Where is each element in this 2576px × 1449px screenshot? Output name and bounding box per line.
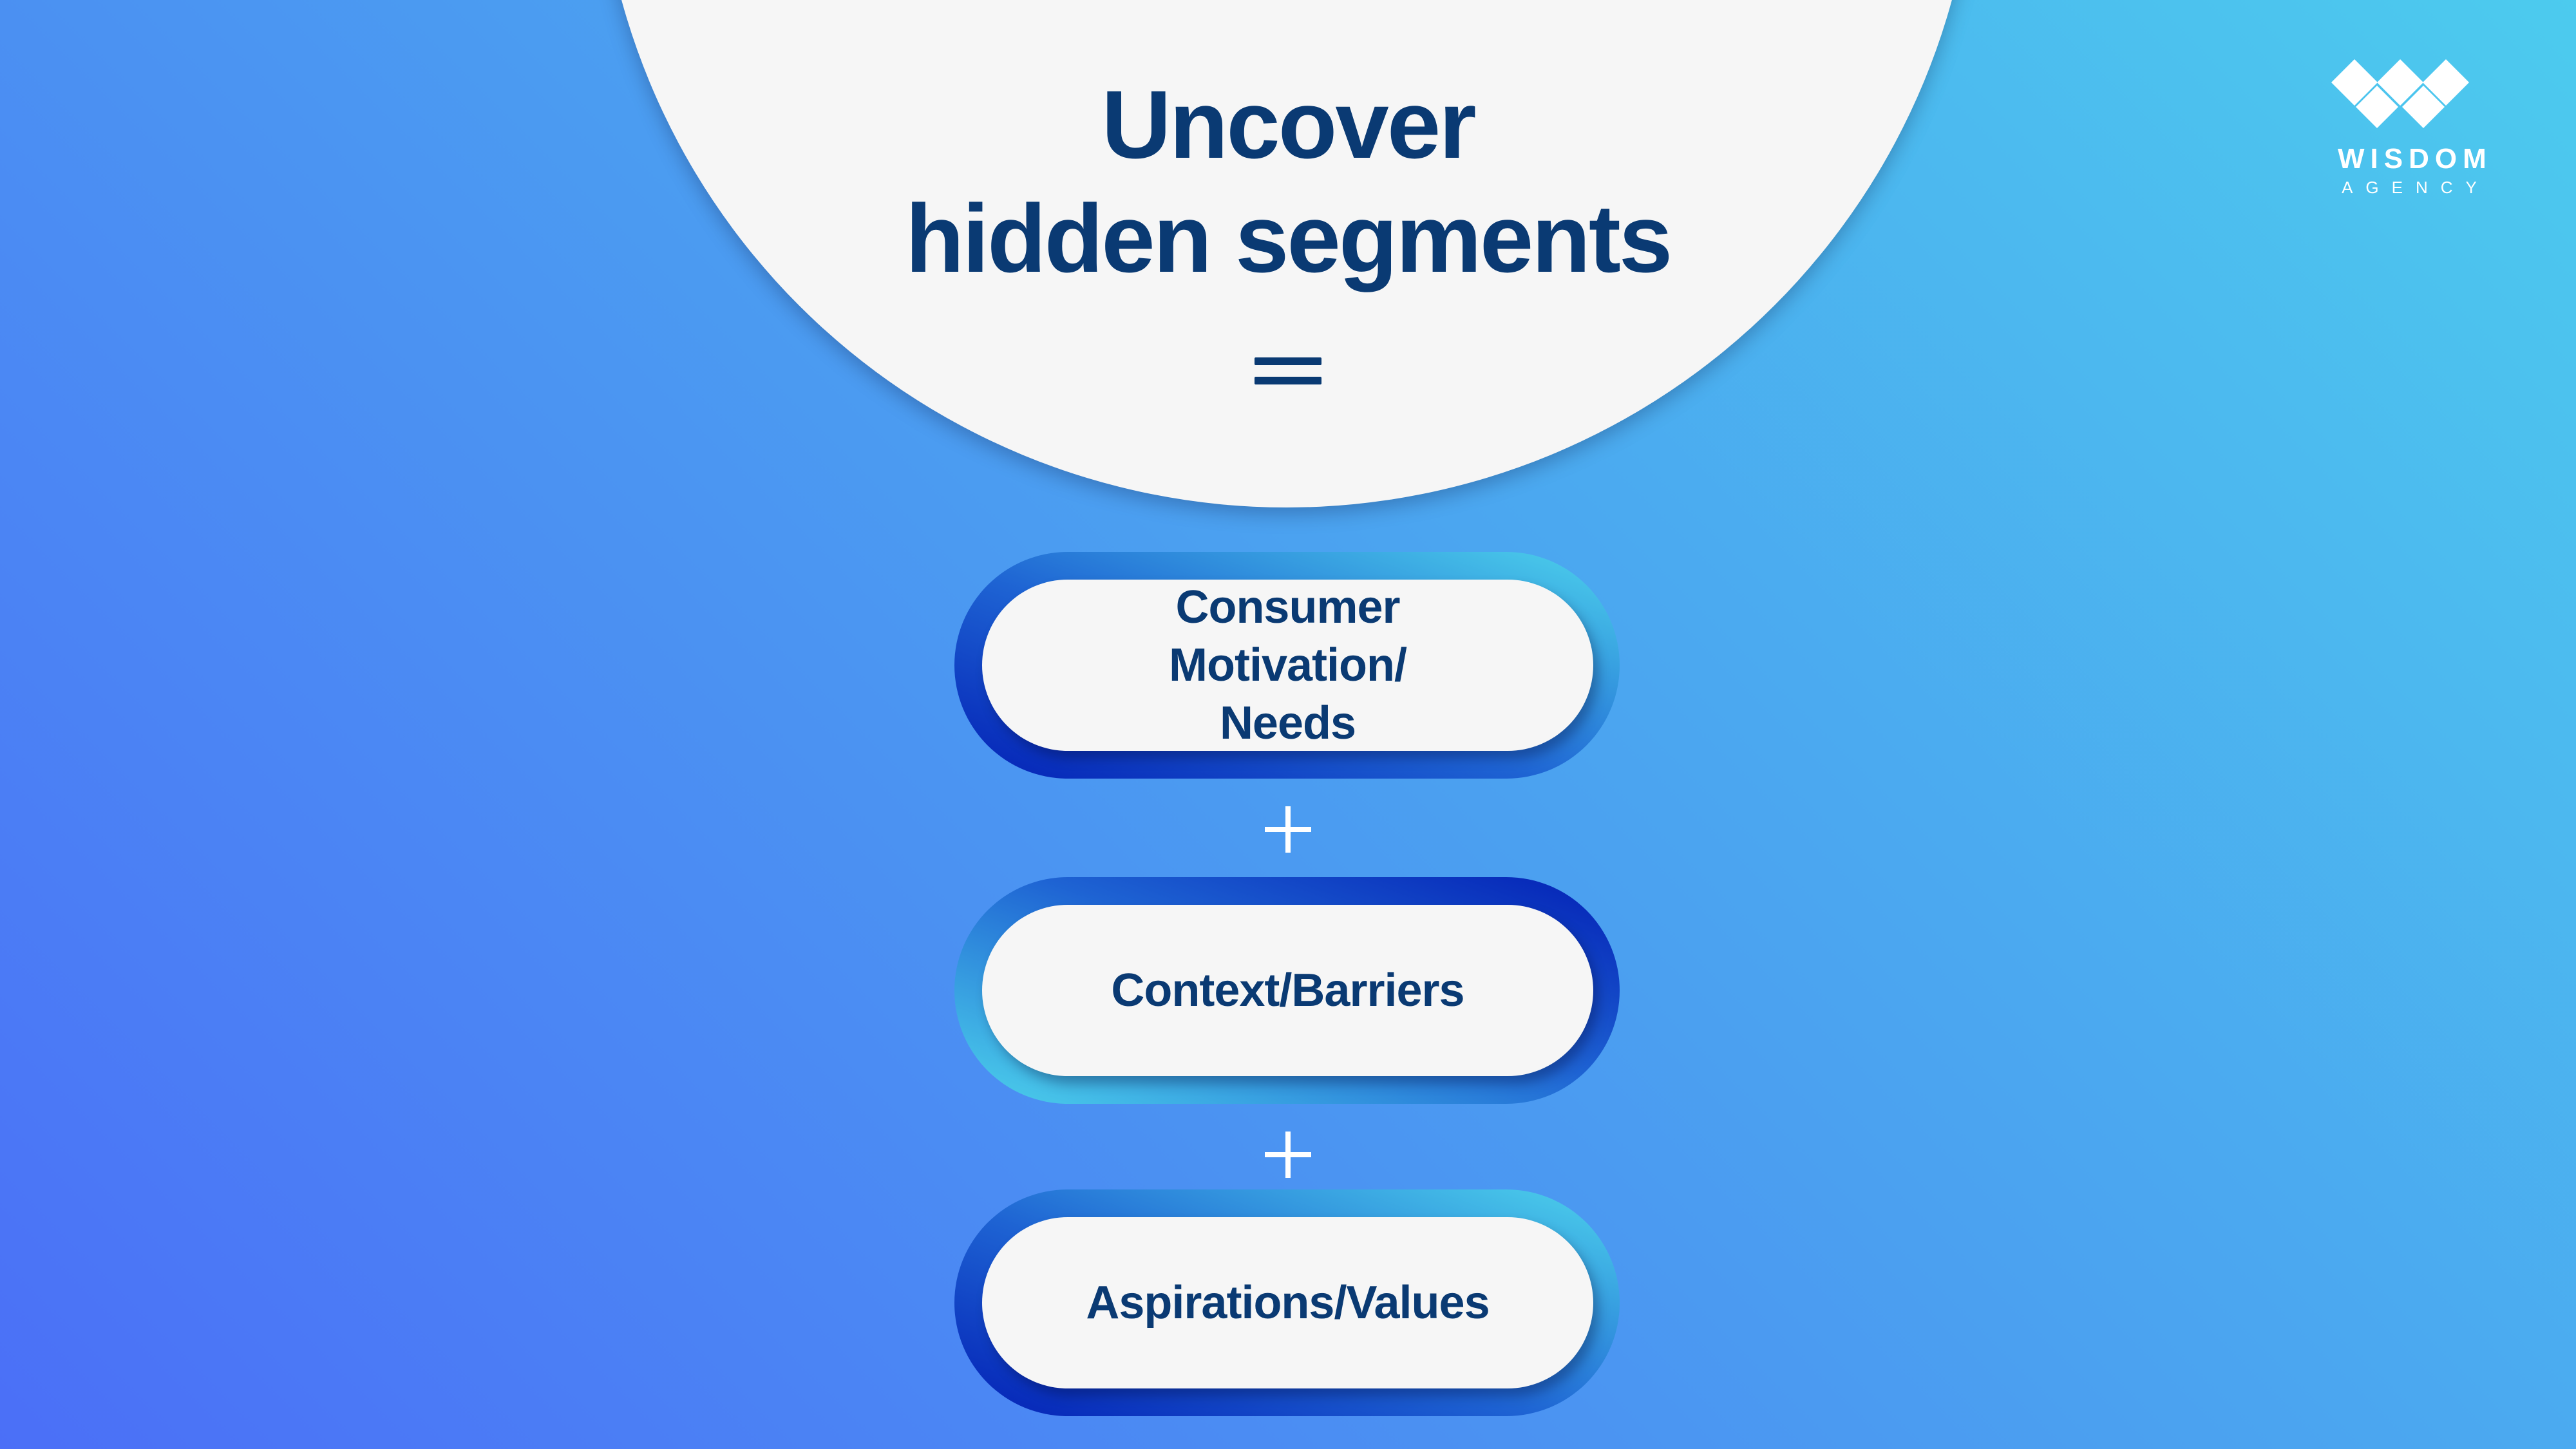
segment-pill-aspirations: Aspirations/Values xyxy=(954,1189,1620,1416)
pill-label: Consumer Motivation/ Needs xyxy=(982,580,1593,751)
segment-pill-context: Context/Barriers xyxy=(954,877,1620,1104)
logo-subtitle: AGENCY xyxy=(2342,178,2490,197)
plus-icon xyxy=(1265,806,1311,853)
logo-name: WISDOM xyxy=(2338,143,2492,175)
title-line-1: Uncover xyxy=(1101,70,1476,178)
equals-icon xyxy=(1255,357,1321,386)
segment-pill-motivation: Consumer Motivation/ Needs xyxy=(954,552,1620,779)
plus-icon xyxy=(1265,1132,1311,1178)
wisdom-logo-icon xyxy=(2331,59,2469,128)
title-line-2: hidden segments xyxy=(905,184,1673,292)
pill-label: Context/Barriers xyxy=(982,905,1593,1076)
pill-label: Aspirations/Values xyxy=(982,1217,1593,1388)
